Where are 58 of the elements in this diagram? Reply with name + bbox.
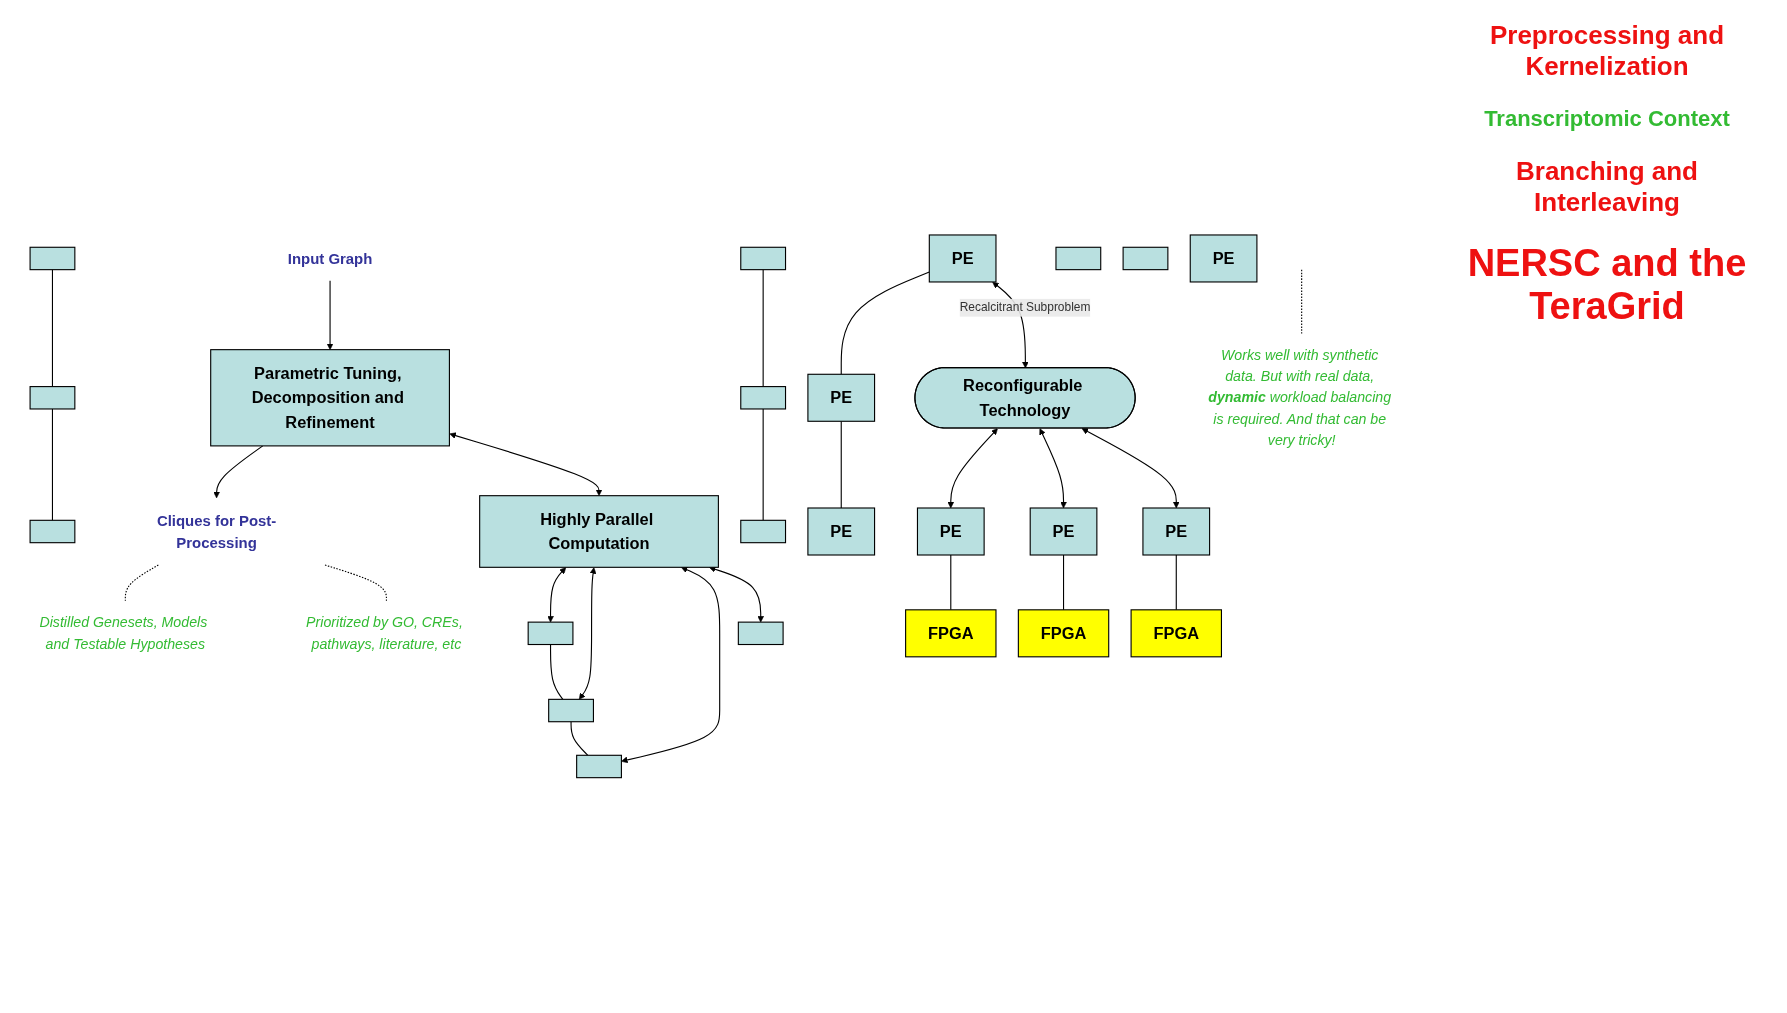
node-box: FPGA: [1017, 609, 1110, 658]
node-box: PE: [1189, 234, 1258, 283]
node-box: FPGA: [905, 609, 997, 658]
arrow: [449, 432, 603, 497]
node-box: [740, 519, 787, 544]
node-text: Cliques for Post-Processing: [156, 512, 277, 552]
arrow: [1081, 428, 1180, 509]
section-label: Branching and Interleaving: [1515, 156, 1699, 218]
node-box: Parametric Tuning, Decomposition and Refinement: [210, 349, 450, 447]
node-text: Prioritized by GO, CREs, pathways, literature, etc: [306, 614, 463, 652]
connector: [762, 408, 764, 522]
connector: [51, 269, 53, 388]
section-label: Preprocessing and Kernelization: [1488, 20, 1726, 82]
connector: [1175, 554, 1177, 611]
node-box: [737, 621, 784, 646]
node-box: PE: [807, 507, 876, 556]
node-box: Highly Parallel Computation: [479, 495, 719, 569]
connector: [840, 271, 930, 375]
node-box: [527, 621, 574, 646]
node-box: PE: [1142, 507, 1211, 556]
connector: [550, 644, 564, 701]
edge-label: Recalcitrant Subproblem: [959, 301, 1091, 314]
connector: [570, 721, 589, 757]
title: NERSC and the TeraGrid: [1466, 242, 1748, 328]
arrow: [578, 567, 597, 700]
connector: [1062, 554, 1065, 611]
node-box: [740, 386, 787, 410]
node-text: Works well with synthetic data. But with real data, dynamic workload balancing is required. And that can be very tricky!: [1208, 347, 1392, 448]
connector: [840, 420, 842, 509]
node-box: [1122, 246, 1169, 271]
arrow: [326, 280, 334, 351]
arrow: [709, 566, 764, 623]
arrow: [1039, 428, 1067, 509]
group-caption: Transcriptomic Context: [1483, 106, 1731, 132]
node-box: [29, 519, 76, 544]
arrow: [621, 566, 721, 764]
node-box: [548, 698, 594, 723]
connector: [762, 269, 764, 388]
arrow: [547, 567, 567, 623]
node-text: Distilled Genesets, Models and Testable Hypotheses: [39, 614, 208, 652]
connector: [950, 554, 952, 611]
node-box: [29, 386, 76, 410]
node-box: [576, 754, 622, 779]
node-box: [740, 246, 787, 271]
node-box: FPGA: [1130, 609, 1222, 658]
arrow: [213, 445, 264, 499]
connector: [324, 564, 387, 602]
node-box: PE: [928, 234, 997, 283]
node-text: Input Graph: [287, 250, 373, 267]
arrow: [947, 428, 998, 509]
node-box: [29, 246, 76, 271]
node-box: PE: [916, 507, 985, 556]
connector: [124, 564, 159, 602]
node-box: PE: [1029, 507, 1098, 556]
connector: [1301, 269, 1303, 335]
node-box: [1055, 246, 1102, 271]
connector: [51, 408, 53, 522]
node-box: PE: [807, 373, 876, 422]
